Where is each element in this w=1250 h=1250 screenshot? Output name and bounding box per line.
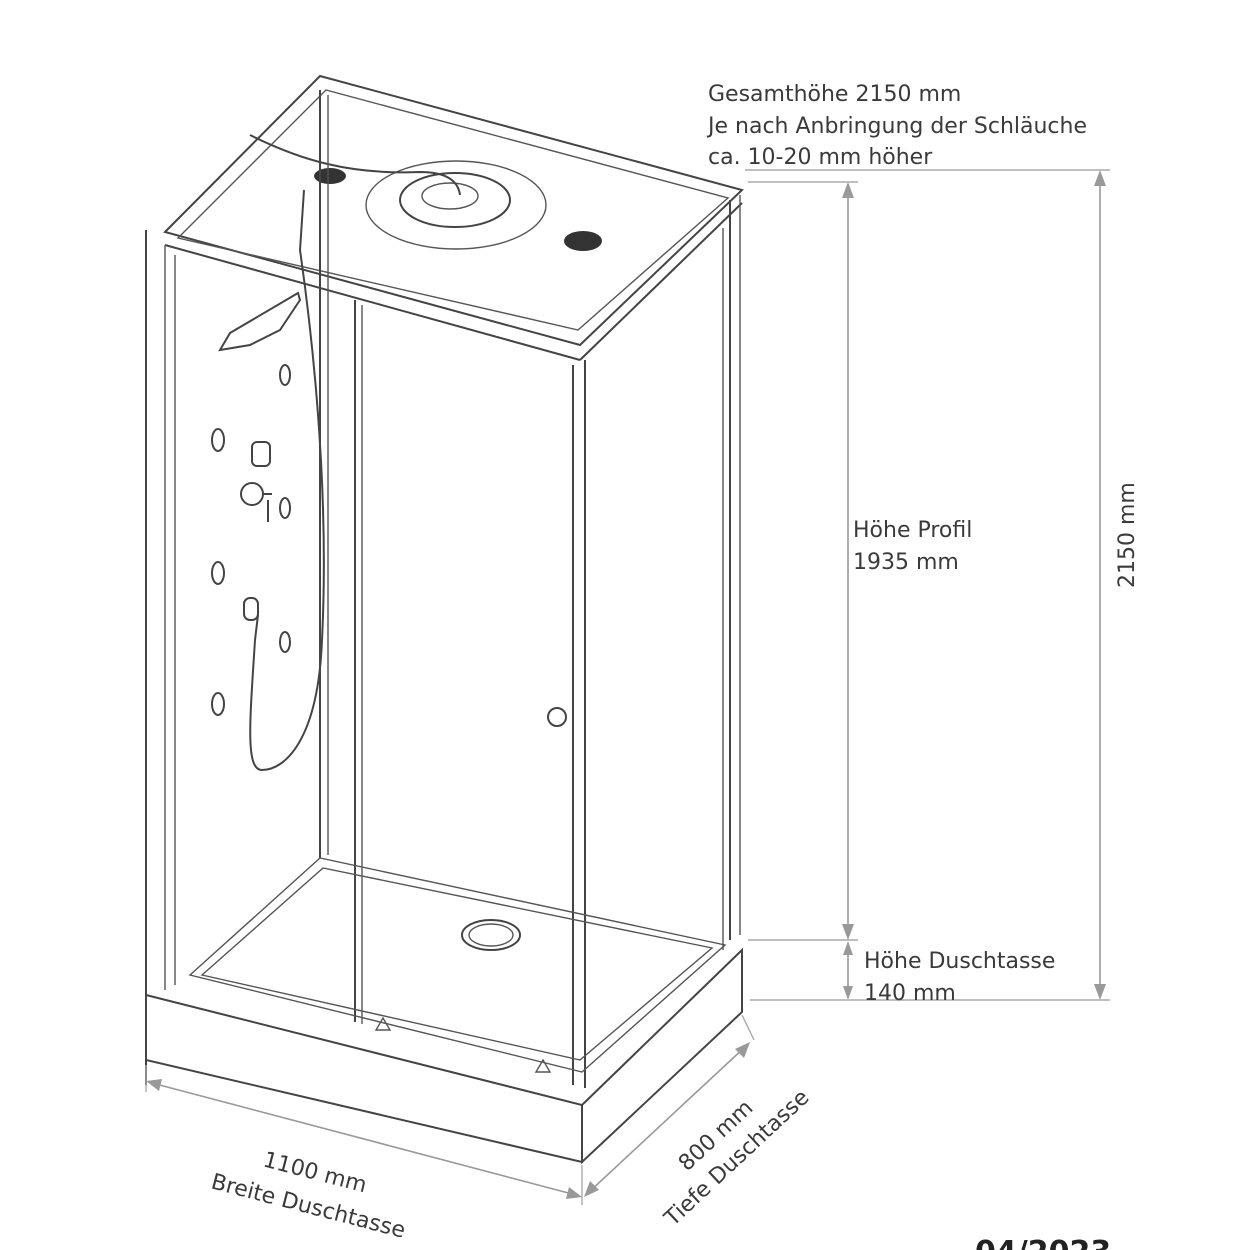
arrow-head	[1094, 984, 1106, 1000]
tray-depth-dim-line	[587, 1045, 747, 1194]
top-note-line3: ca. 10-20 mm höher	[708, 145, 933, 170]
massage-jet	[211, 561, 225, 585]
roof-right-edge	[579, 202, 743, 361]
tray-depth-ext	[741, 1014, 755, 1041]
tray-height-value: 140 mm	[864, 981, 956, 1006]
massage-jet	[279, 497, 291, 519]
door-handle	[547, 707, 567, 727]
arrow-head	[146, 1079, 162, 1091]
footer-partial-text: 04/2023	[975, 1235, 1111, 1250]
rain-shower-center	[421, 182, 479, 210]
rain-shower-pipe	[249, 134, 461, 196]
arrow-head	[566, 1187, 582, 1199]
drain	[461, 919, 521, 951]
drain-inner	[468, 923, 514, 947]
top-note-line1: Gesamthöhe 2150 mm	[708, 82, 961, 107]
roof-front-edge	[164, 244, 581, 361]
hand-shower-hose	[249, 189, 325, 772]
arrow-head	[584, 1181, 599, 1197]
tray-width-dim-line	[151, 1082, 577, 1196]
rain-shower-ring	[365, 160, 547, 250]
shower-cabin	[145, 74, 744, 1165]
massage-jet	[279, 364, 291, 386]
hand-shower-holder	[243, 597, 259, 621]
roof-vent-right	[564, 231, 602, 251]
massage-jet	[279, 631, 291, 653]
tray-front-face	[145, 993, 583, 1164]
total-height-value: 2150 mm	[1115, 482, 1140, 588]
arrow-head	[1094, 170, 1106, 186]
roof-vent-left	[314, 168, 346, 184]
arrow-head	[735, 1042, 750, 1058]
tray-side-face	[581, 947, 743, 1165]
mixer-valve	[240, 482, 264, 506]
massage-jet	[211, 692, 225, 716]
arrow-head	[843, 986, 853, 1000]
rain-shower-head	[399, 172, 511, 228]
arrow-head	[843, 941, 853, 955]
tray-floor-inner	[200, 867, 714, 1061]
massage-jet	[211, 428, 225, 452]
tray-floor	[188, 857, 727, 1073]
arrow-head	[842, 182, 854, 198]
thermostat-knob	[251, 441, 271, 467]
dimensions	[145, 169, 1110, 1205]
cabin-roof-inner	[176, 89, 730, 331]
cabin-roof	[163, 74, 744, 347]
profile-height-label: Höhe Profil	[853, 518, 972, 543]
shelf	[218, 291, 302, 352]
door-roller	[374, 1016, 392, 1031]
tray-height-label: Höhe Duschtasse	[864, 949, 1055, 974]
arrow-head	[842, 924, 854, 940]
top-note-line2: Je nach Anbringung der Schläuche	[706, 114, 1087, 139]
door-roller	[534, 1058, 552, 1073]
profile-height-value: 1935 mm	[853, 550, 959, 575]
